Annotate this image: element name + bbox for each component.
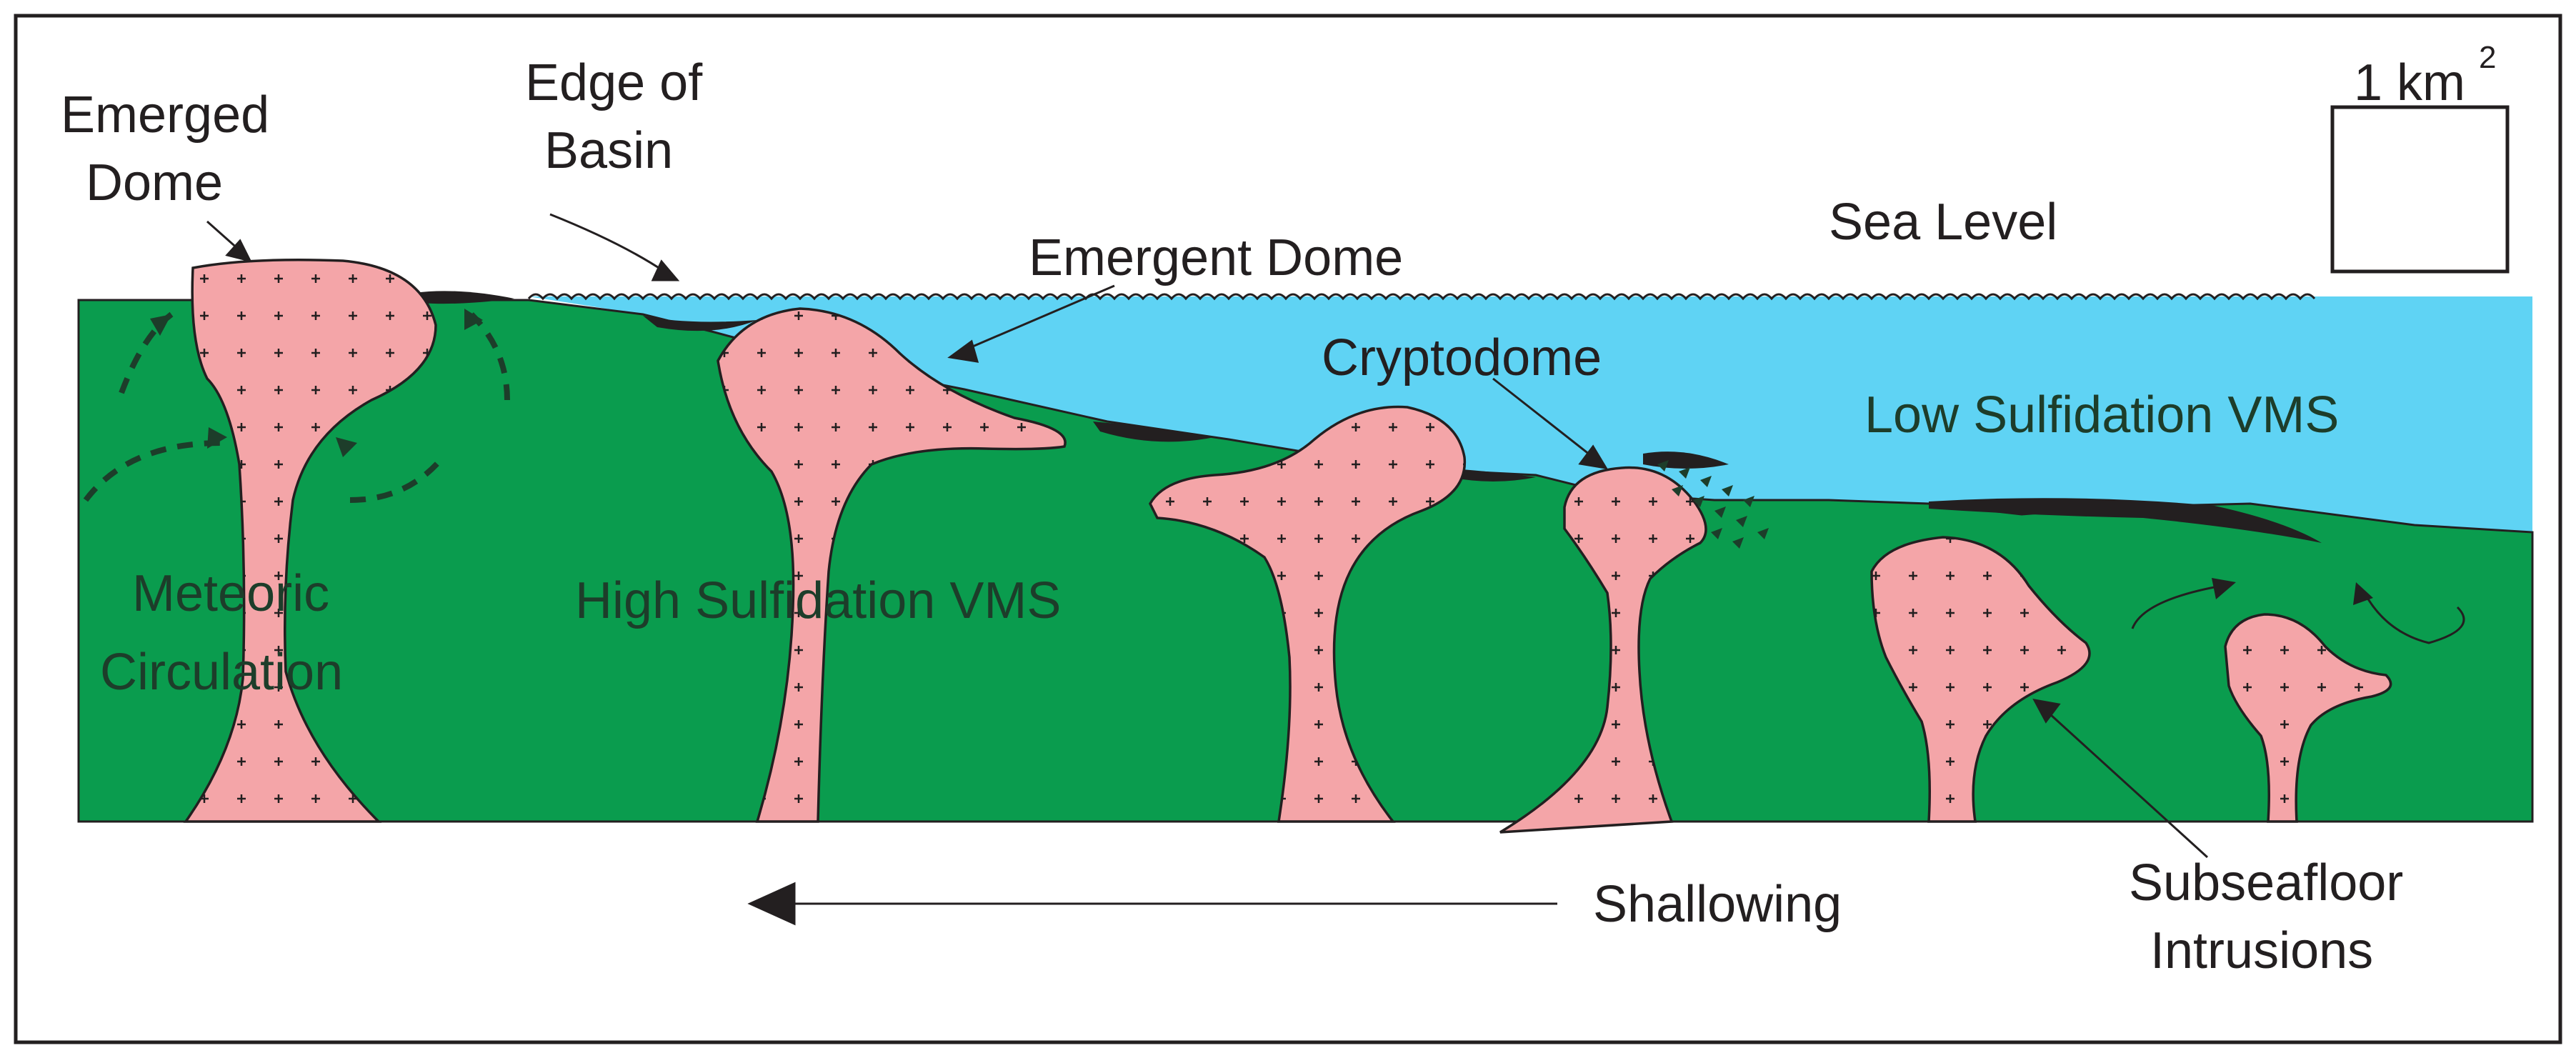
meteoric-arrowheads <box>150 309 483 457</box>
arrowhead-emerged-dome <box>225 239 252 263</box>
arrowhead-emergent-dome <box>947 339 979 363</box>
arrowhead-edge-of-basin <box>651 259 680 281</box>
sulfide-deposits <box>414 291 2322 543</box>
label-sea-level: Sea Level <box>1829 194 2057 251</box>
label-shallowing: Shallowing <box>1593 876 1842 933</box>
hydrothermal-arrows <box>2131 584 2465 644</box>
label-emergent-dome: Emergent Dome <box>1029 229 1403 286</box>
label-emerged-dome-line2: Dome <box>86 154 223 211</box>
label-cryptodome: Cryptodome <box>1322 329 1602 386</box>
label-meteoric-line1: Meteoric <box>132 565 329 622</box>
hydrothermal-arrowheads <box>2212 578 2373 605</box>
label-scale-unit: 1 km <box>2354 54 2465 111</box>
seawater <box>529 296 2532 532</box>
label-subseafloor-line1: Subseafloor <box>2129 854 2403 912</box>
sulfide-lens-mid-2 <box>1443 468 1536 481</box>
label-edge-of-basin-line1: Edge of <box>525 54 703 111</box>
label-emerged-dome-line1: Emerged <box>61 86 269 144</box>
arrow-edge-of-basin <box>549 213 665 273</box>
label-low-sulfidation-vms: Low Sulfidation VMS <box>1864 386 2339 444</box>
figure-frame <box>14 14 2562 1044</box>
breccia-triangles <box>1657 460 1769 549</box>
label-meteoric-line2: Circulation <box>100 644 343 701</box>
sea-level-line <box>527 293 2316 301</box>
sulfide-lens-emerged <box>414 291 514 304</box>
label-scale-exponent: 2 <box>2479 40 2496 75</box>
arrowhead-shallowing <box>747 882 796 926</box>
label-subseafloor-line2: Intrusions <box>2150 922 2373 979</box>
arrowhead-cryptodome <box>1578 444 1608 470</box>
sulfide-lens-basin-edge <box>643 316 757 331</box>
label-high-sulfidation-vms: High Sulfidation VMS <box>575 572 1061 629</box>
sulfide-lens-right <box>1929 498 2322 543</box>
pointer-arrows <box>206 213 2209 926</box>
arrowhead-subseafloor <box>2032 698 2061 724</box>
label-edge-of-basin-line2: Basin <box>544 122 673 179</box>
scale-box <box>2330 105 2510 274</box>
sulfide-lens-mid-1 <box>1093 421 1214 442</box>
intrusion-texture <box>186 259 2391 832</box>
